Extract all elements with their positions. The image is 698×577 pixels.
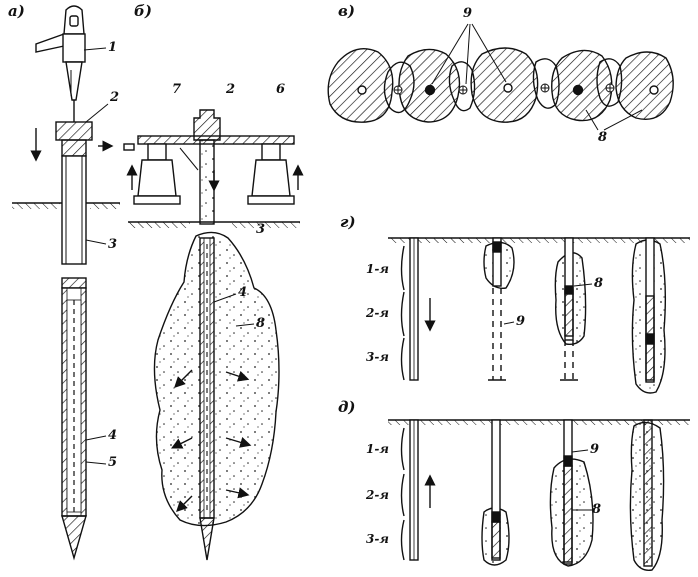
callout-b-4: 4 bbox=[238, 285, 248, 300]
callout-v-8: 8 bbox=[598, 130, 608, 145]
panel-label-b: б) bbox=[134, 2, 152, 20]
panel-d bbox=[388, 419, 690, 571]
jack-right bbox=[247, 143, 295, 205]
callout-a-3: 3 bbox=[108, 237, 118, 252]
callout-a-4: 4 bbox=[108, 428, 118, 443]
callout-v-9: 9 bbox=[463, 6, 473, 21]
panel-g bbox=[388, 237, 690, 394]
callout-a-5: 5 bbox=[108, 455, 118, 470]
callout-a-2: 2 bbox=[110, 90, 120, 105]
layer-d-3: 3-я bbox=[366, 532, 389, 546]
layer-d-1: 1-я bbox=[366, 442, 389, 456]
callout-a-1: 1 bbox=[108, 40, 118, 55]
panel-label-v: в) bbox=[338, 2, 355, 20]
callout-d-9: 9 bbox=[590, 442, 600, 457]
layer-g-3: 3-я bbox=[366, 350, 389, 364]
panel-label-a: а) bbox=[8, 2, 25, 20]
callout-b-2: 2 bbox=[226, 82, 236, 97]
layer-d-2: 2-я bbox=[366, 488, 389, 502]
panel-a bbox=[12, 5, 120, 561]
jack-left bbox=[133, 143, 181, 205]
callout-b-3: 3 bbox=[256, 222, 266, 237]
layer-g-1: 1-я bbox=[366, 262, 389, 276]
callout-b-6: 6 bbox=[276, 82, 286, 97]
callout-b-7: 7 bbox=[172, 82, 182, 97]
callout-g-8: 8 bbox=[594, 276, 604, 291]
callout-b-8: 8 bbox=[256, 316, 266, 331]
panel-label-g: г) bbox=[340, 213, 356, 231]
callout-d-8: 8 bbox=[592, 502, 602, 517]
panel-label-d: д) bbox=[338, 398, 356, 416]
panel-b bbox=[123, 109, 304, 561]
callout-g-9: 9 bbox=[516, 314, 526, 329]
panel-v bbox=[327, 23, 674, 131]
layer-g-2: 2-я bbox=[366, 306, 389, 320]
